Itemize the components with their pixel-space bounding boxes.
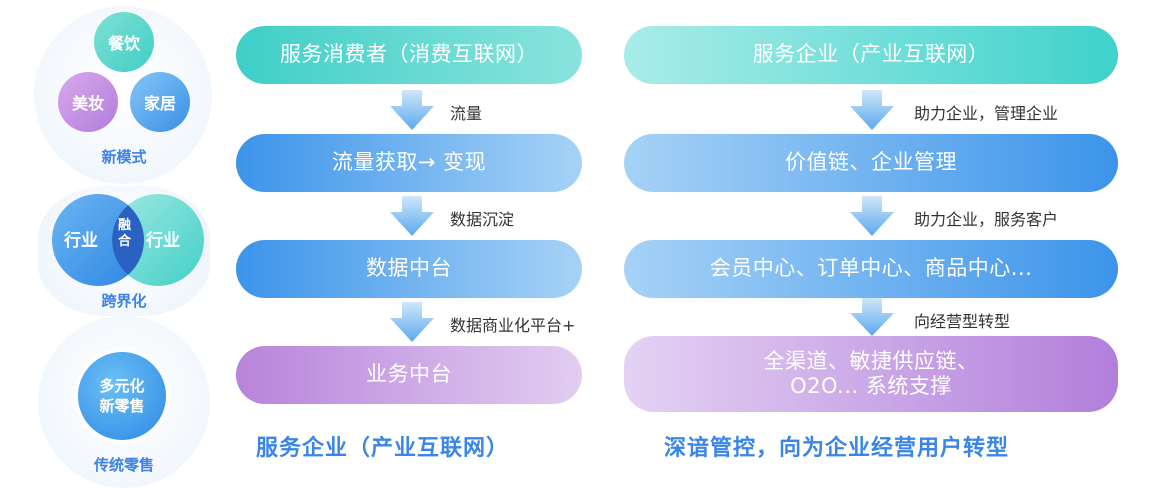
right-footer-title: 深谙管控，向为企业经营用户转型	[664, 436, 1010, 461]
left-footer-title: 服务企业（产业互联网）	[256, 436, 510, 461]
new-retail-bubble: 多元化 新零售	[78, 352, 166, 440]
flow-step-business-platform: 业务中台	[236, 346, 582, 404]
flow-step-consumer: 服务消费者（消费互联网）	[236, 26, 582, 84]
catering-bubble: 餐饮	[94, 12, 154, 72]
new-retail-label: 多元化 新零售	[99, 377, 145, 415]
down-arrow-icon	[850, 90, 894, 130]
arrow-label-manage: 助力企业，管理企业	[914, 104, 1059, 123]
new-mode-caption: 新模式	[101, 148, 147, 166]
beauty-bubble: 美妆	[58, 72, 118, 132]
flow-step-traffic: 流量获取→ 变现	[236, 134, 582, 192]
arrow-label-traffic: 流量	[450, 104, 483, 123]
arrow-label-transform: 向经营型转型	[914, 312, 1011, 331]
cross-industry-caption: 跨界化	[101, 292, 147, 310]
down-arrow-icon	[390, 90, 434, 130]
traditional-retail-caption: 传统零售	[93, 456, 154, 474]
down-arrow-icon	[390, 302, 434, 342]
arrow-label-data-commerce: 数据商业化平台+	[450, 316, 576, 335]
flow-step-value-chain: 价值链、企业管理	[624, 134, 1118, 192]
arrow-label-serve: 助力企业，服务客户	[914, 210, 1059, 229]
flow-step-omnichannel: 全渠道、敏捷供应链、O2O... 系统支撑	[624, 336, 1118, 412]
down-arrow-icon	[390, 196, 434, 236]
venn-right-label: 行业	[146, 231, 180, 251]
arrow-label-data-settle: 数据沉淀	[450, 210, 515, 229]
home-bubble: 家居	[130, 72, 190, 132]
down-arrow-icon	[850, 298, 894, 336]
flow-step-enterprise: 服务企业（产业互联网）	[624, 26, 1118, 84]
flow-step-data-platform: 数据中台	[236, 240, 582, 298]
venn-center-label: 融合	[118, 218, 132, 249]
venn-left-label: 行业	[64, 231, 98, 251]
flow-step-centers: 会员中心、订单中心、商品中心...	[624, 240, 1118, 298]
venn-diagram	[52, 194, 204, 286]
down-arrow-icon	[850, 196, 894, 236]
